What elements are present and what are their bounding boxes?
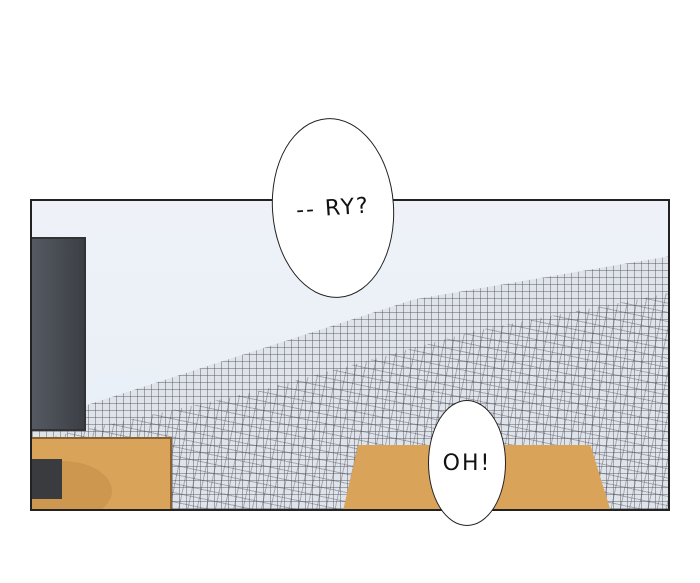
television: [32, 237, 86, 431]
tv-stand: [32, 459, 62, 499]
speech-bubble-oh: OH!: [428, 400, 506, 526]
speech-text: -- RY?: [295, 192, 371, 224]
comic-panel: [30, 199, 670, 511]
speech-text: OH!: [442, 450, 492, 476]
